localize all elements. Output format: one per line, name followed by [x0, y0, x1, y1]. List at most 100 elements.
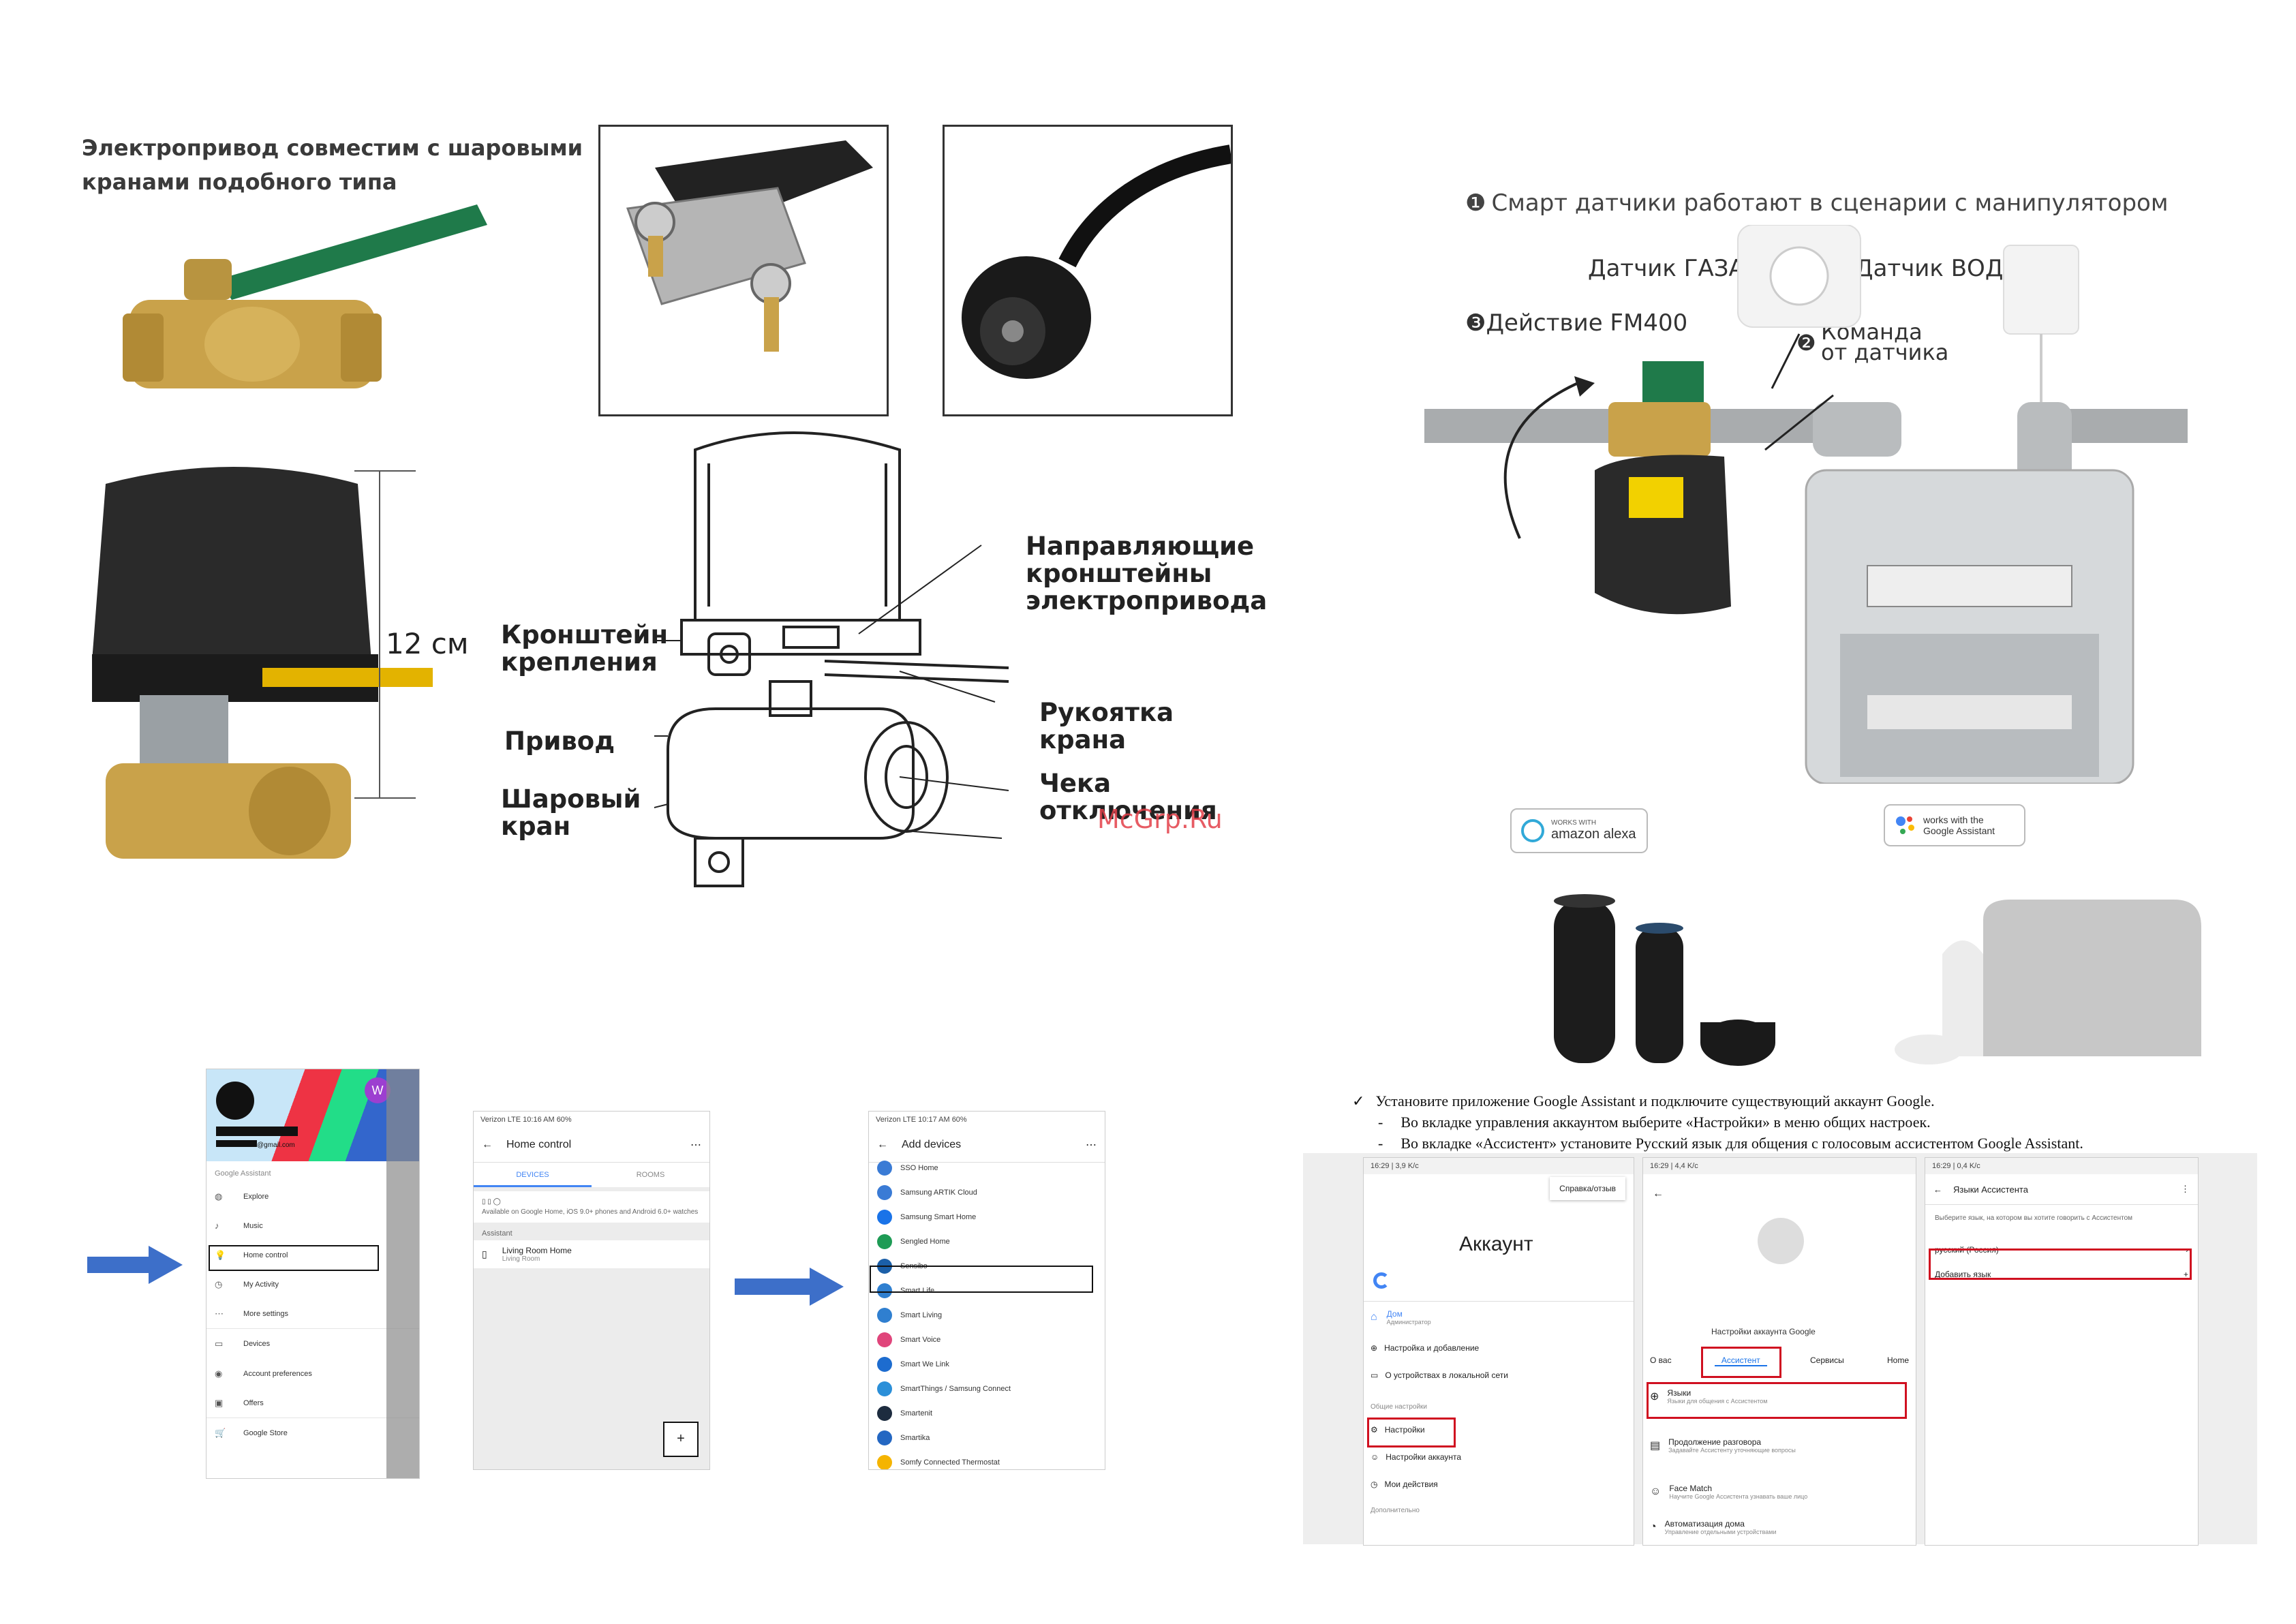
add-language-label: Добавить язык: [1935, 1270, 1991, 1279]
room-sub: Living Room: [502, 1255, 540, 1263]
menu-item[interactable]: 💡Home control: [206, 1240, 419, 1270]
menu-item[interactable]: ◍Explore: [206, 1182, 419, 1211]
menu-item[interactable]: ▣Offers: [206, 1388, 419, 1418]
menu-item[interactable]: 🛒Google Store: [206, 1418, 419, 1447]
add-device-item[interactable]: Sengled Home: [869, 1229, 1105, 1254]
plus-circle-icon: ⊕: [1371, 1343, 1378, 1353]
actuator-photo: [92, 467, 433, 859]
brand-logo-icon: [877, 1210, 892, 1225]
add-device-item[interactable]: Samsung ARTIK Cloud: [869, 1180, 1105, 1205]
brand-logo-icon: [877, 1185, 892, 1200]
compass-icon: ◍: [215, 1191, 223, 1201]
settings-row[interactable]: ⚙ Настройки: [1371, 1425, 1425, 1435]
alexa-badge: WORKS WITH amazon alexa: [1510, 808, 1648, 853]
profile-avatar: [1758, 1218, 1804, 1264]
assistant-tab[interactable]: О вас: [1650, 1355, 1672, 1365]
back-arrow-icon[interactable]: ←: [877, 1139, 888, 1150]
phone-account: 16:29 | 3,9 K/c Справка/отзыв Аккаунт ⌂ …: [1363, 1157, 1634, 1546]
menu-item-label: Offers: [243, 1398, 264, 1407]
assistant-tab[interactable]: Ассистент: [1714, 1355, 1767, 1366]
face-row[interactable]: ☺ Face Match Научите Google Ассистента у…: [1650, 1484, 1807, 1500]
languages-desc: Выберите язык, на котором вы хотите гово…: [1935, 1214, 2133, 1222]
help-popup[interactable]: Справка/отзыв: [1550, 1177, 1625, 1200]
back-arrow-icon[interactable]: ←: [482, 1139, 493, 1150]
automation-label: Автоматизация дома: [1664, 1519, 1745, 1529]
add-device-item[interactable]: Smart Living: [869, 1303, 1105, 1328]
add-device-item[interactable]: SSO Home: [869, 1156, 1105, 1180]
brand-logo-icon: [877, 1455, 892, 1469]
gear-icon: ⚙: [1371, 1425, 1378, 1435]
add-device-item[interactable]: Smart Life: [869, 1278, 1105, 1303]
settings-label: Настройки: [1384, 1425, 1425, 1435]
more-icon[interactable]: ⋯: [1086, 1139, 1097, 1151]
command-number: ❷: [1796, 330, 1816, 356]
brand-logo-icon: [877, 1430, 892, 1445]
add-device-label: Smart Life: [900, 1287, 935, 1295]
account-item-2[interactable]: ▭ О устройствах в локальной сети: [1371, 1370, 1508, 1380]
watermark: McGrp.Ru: [1097, 804, 1223, 834]
add-device-label: Smart Living: [900, 1311, 943, 1319]
status-bar: 16:29 | 0,4 K/c: [1925, 1158, 2198, 1174]
label-shutoff-1: Чека: [1039, 769, 1112, 798]
continued-row[interactable]: ▤ Продолжение разговора Задавайте Ассист…: [1650, 1437, 1796, 1454]
person-icon: ☺: [1371, 1452, 1379, 1462]
more-icon[interactable]: ⋯: [690, 1139, 701, 1151]
add-device-label: SSO Home: [900, 1164, 938, 1172]
tab-rooms[interactable]: ROOMS: [636, 1171, 665, 1179]
more-icon[interactable]: ⋮: [2181, 1184, 2190, 1194]
account-icon: ◉: [215, 1368, 223, 1379]
water-sensor-label: Датчик ВОДЫ: [1855, 255, 2024, 282]
redacted-name: [216, 1127, 298, 1136]
gas-sensor-label: Датчик ГАЗА: [1588, 255, 1745, 282]
add-language-row[interactable]: Добавить язык +: [1925, 1260, 2198, 1289]
assistant-tab[interactable]: Сервисы: [1810, 1355, 1844, 1365]
add-device-item[interactable]: Smartenit: [869, 1401, 1105, 1426]
menu-item[interactable]: ◉ Account preferences: [206, 1359, 419, 1388]
add-device-item[interactable]: Smartika: [869, 1426, 1105, 1450]
back-arrow-icon[interactable]: ←: [1653, 1188, 1664, 1199]
menu-item-label: Home control: [243, 1251, 288, 1259]
add-device-item[interactable]: Smart Voice: [869, 1328, 1105, 1352]
assistant-tab[interactable]: Home: [1886, 1355, 1909, 1365]
google-assistant-icon: [1895, 814, 1918, 837]
extra-section: Дополнительно: [1371, 1507, 1420, 1514]
label-ball-2: кран: [501, 812, 571, 841]
available-text: Available on Google Home, iOS 9.0+ phone…: [482, 1208, 699, 1216]
general-section: Общие настройки: [1371, 1403, 1427, 1411]
menu-item[interactable]: ◷My Activity: [206, 1270, 419, 1299]
languages-row[interactable]: ⊕ Языки Языки для общения с Ассистентом: [1650, 1388, 1767, 1405]
my-actions-row[interactable]: ◷Мои действия: [1371, 1480, 1438, 1489]
label-guides-1: Направляющие: [1026, 532, 1255, 561]
room-row[interactable]: ▯ Living Room Home Living Room: [474, 1240, 709, 1268]
account-settings-row[interactable]: ☺Настройки аккаунта: [1371, 1452, 1461, 1462]
status-bar: 16:29 | 4,4 K/c: [1643, 1158, 1916, 1174]
home-icon: ⌂: [1371, 1311, 1377, 1323]
device-icon: ▭: [1371, 1370, 1379, 1380]
account-divider: [1364, 1301, 1634, 1302]
add-device-item[interactable]: Samsung Smart Home: [869, 1205, 1105, 1229]
avatar[interactable]: W: [365, 1077, 391, 1103]
add-device-item[interactable]: Somfy Connected Thermostat: [869, 1450, 1105, 1469]
home-row[interactable]: ⌂ Дом Администратор: [1371, 1309, 1431, 1326]
alexa-icon: [1521, 819, 1544, 842]
tab-devices[interactable]: DEVICES: [474, 1163, 592, 1187]
menu-item-label: Account preferences: [243, 1369, 312, 1378]
phone-assistant-settings: 16:29 | 4,4 K/c ← Настройки аккаунта Goo…: [1642, 1157, 1916, 1546]
add-device-item[interactable]: Smart We Link: [869, 1352, 1105, 1377]
account-item-2-label: О устройствах в локальной сети: [1385, 1370, 1508, 1380]
back-arrow-icon[interactable]: ←: [1933, 1184, 1942, 1195]
menu-item[interactable]: ♪Music: [206, 1211, 419, 1240]
menu-item[interactable]: ▭Devices: [206, 1328, 419, 1359]
automation-row[interactable]: ◔ Автоматизация дома Управление отдельны…: [1650, 1519, 1776, 1535]
profile-photo: [216, 1082, 254, 1120]
add-device-item[interactable]: SmartThings / Samsung Connect: [869, 1377, 1105, 1401]
instruction-1-text: Установите приложение Google Assistant и…: [1375, 1092, 1935, 1109]
account-item-1[interactable]: ⊕Настройка и добавление: [1371, 1343, 1479, 1353]
add-device-label: Smart Voice: [900, 1336, 941, 1344]
speaker-icon: ▯: [482, 1248, 487, 1259]
menu-item[interactable]: ⋯More settings: [206, 1299, 419, 1328]
height-dimension-bottom: [354, 797, 416, 799]
label-ball-valve: Шаровый кран: [501, 786, 641, 840]
add-fab[interactable]: +: [663, 1422, 699, 1457]
